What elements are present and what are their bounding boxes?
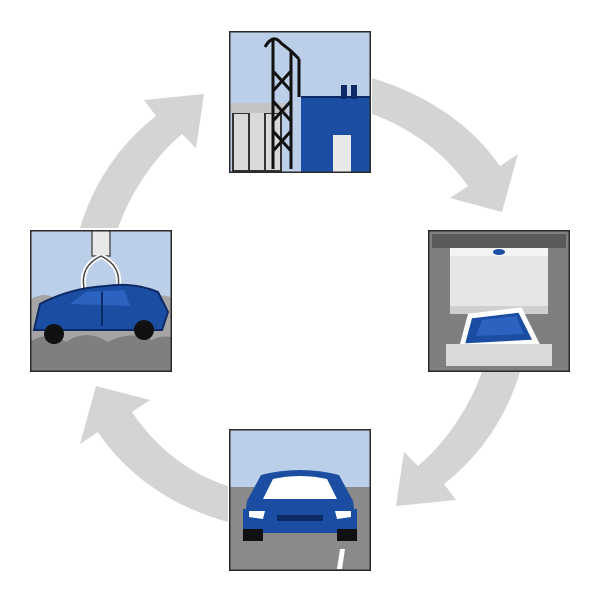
press-forming-icon xyxy=(428,230,570,372)
steel-plant-icon xyxy=(229,31,371,173)
stage-scrap-recycling-tile xyxy=(30,230,172,372)
stage-car-on-road-tile xyxy=(229,429,371,571)
car-on-road-icon xyxy=(229,429,371,571)
cycle-arrow-left-top xyxy=(80,94,204,228)
cycle-arrow-top-right xyxy=(372,78,518,212)
cycle-arrow-bottom-left xyxy=(80,386,228,522)
scrap-crane-car-icon xyxy=(30,230,172,372)
stage-steel-plant-tile xyxy=(229,31,371,173)
cycle-arrow-right-bottom xyxy=(396,372,520,506)
stage-press-forming-tile xyxy=(428,230,570,372)
